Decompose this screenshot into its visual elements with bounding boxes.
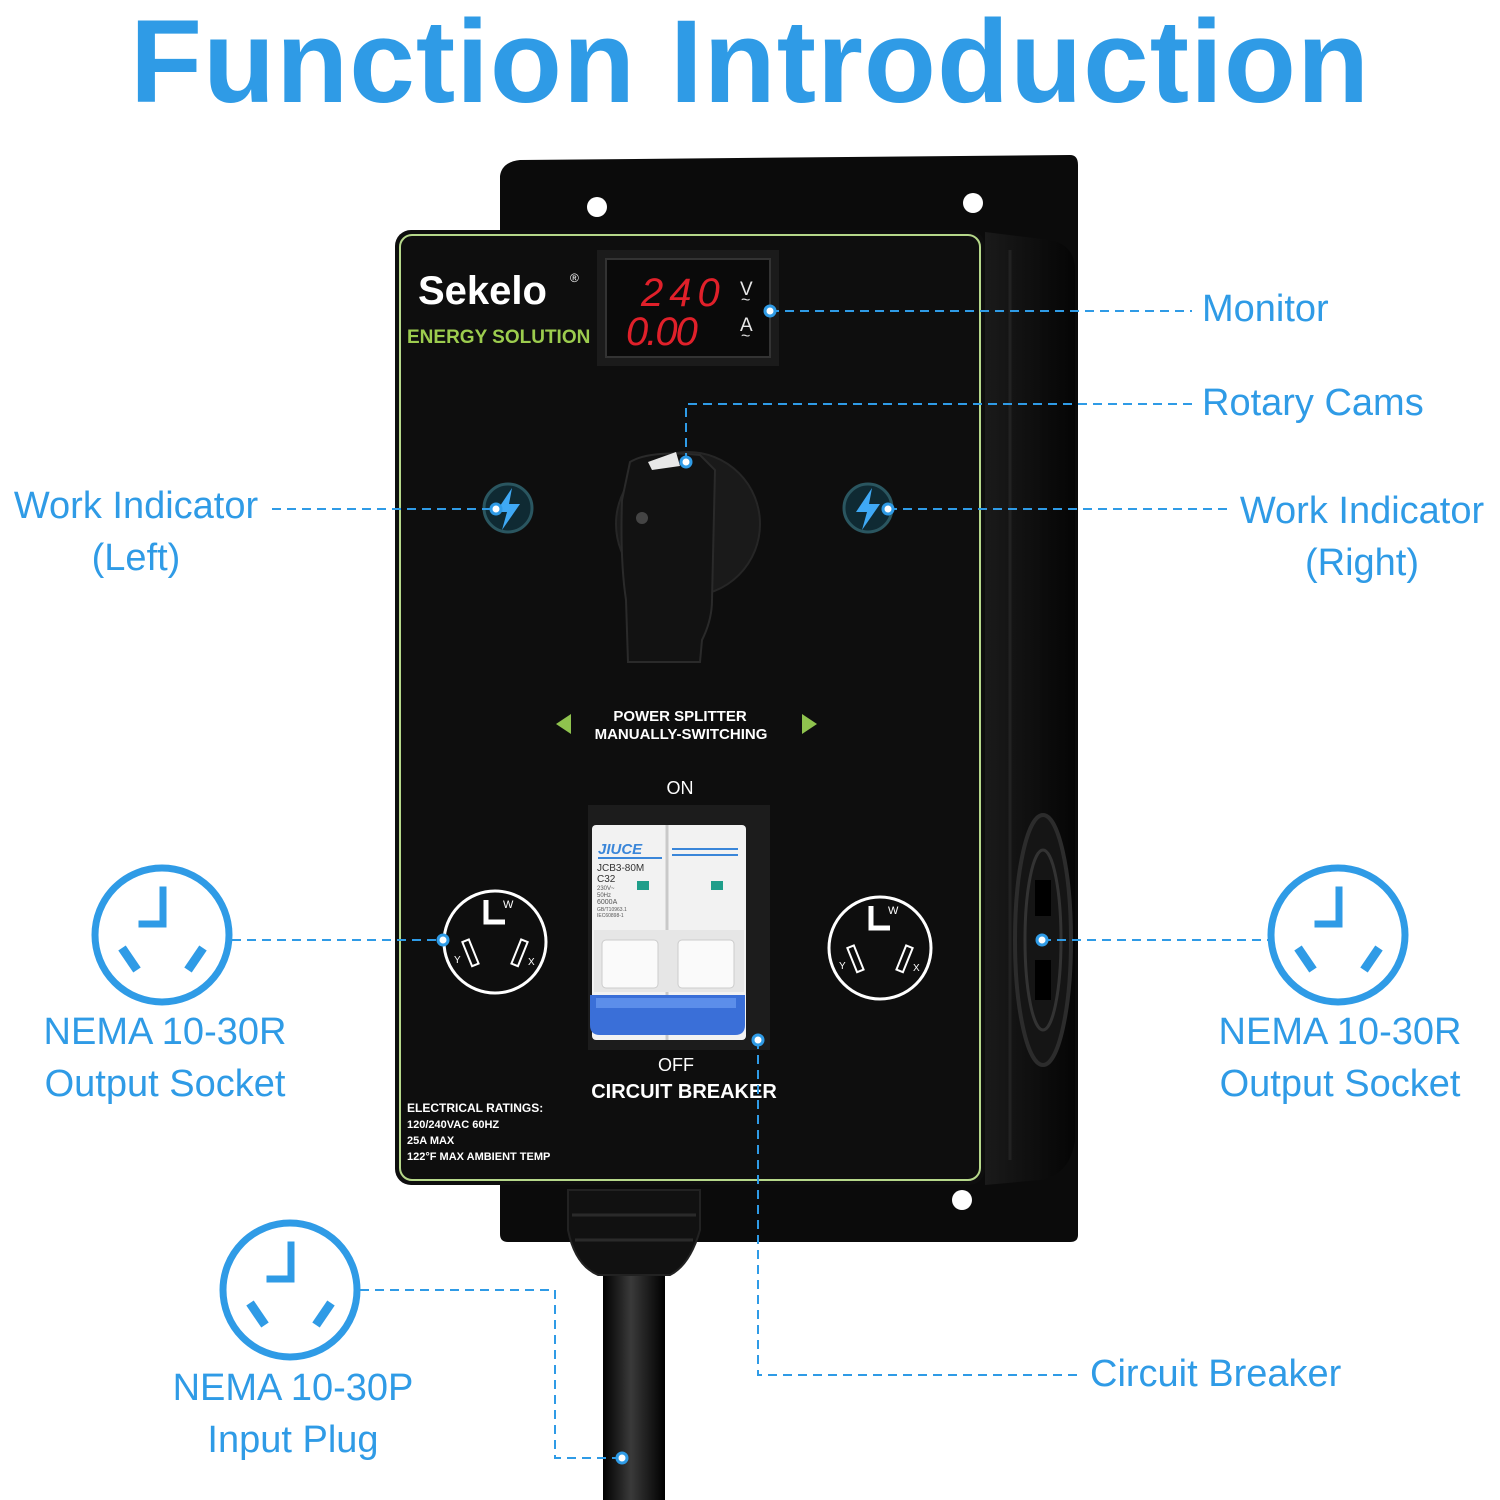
current-unit: A: [740, 315, 753, 336]
breaker-spec-5: IEC60898-1: [597, 913, 624, 919]
breaker-spec-1: 230V~: [597, 886, 615, 892]
ratings-line-2: 120/240VAC 60HZ: [407, 1119, 499, 1131]
pin-y-label: Y: [839, 961, 846, 972]
rotary-cam-switch[interactable]: [615, 451, 761, 663]
callout-work-indicator-right: Work Indicator (Right): [1239, 490, 1485, 584]
nema-10-30r-left-icon: [91, 864, 233, 1006]
arrow-right-icon: [802, 714, 817, 734]
circuit-breaker[interactable]: JIUCE JCB3-80M C32 230V~ 50Hz 6000A GB/T…: [588, 805, 770, 1050]
callout-rotary-cams: Rotary Cams: [1202, 382, 1424, 424]
lightning-icon: [856, 488, 880, 530]
callout-dots: [436, 304, 1049, 1465]
callout-circuit-breaker: Circuit Breaker: [1090, 1353, 1342, 1395]
voltage-unit: V: [740, 279, 753, 300]
breaker-spec-4: GB/T10963.1: [597, 907, 627, 913]
breaker-panel-label: CIRCUIT BREAKER: [591, 1081, 777, 1103]
breaker-model: JCB3-80M: [597, 863, 644, 874]
pin-x-label: X: [913, 963, 920, 974]
mount-hole: [963, 193, 983, 213]
brand-registered: ®: [570, 271, 579, 285]
nema-10-30p-icon: [219, 1219, 361, 1361]
input-cable: [567, 1189, 701, 1500]
breaker-spec-3: 6000A: [597, 899, 618, 906]
callout-output-socket-right: NEMA 10-30R Output Socket: [1218, 1011, 1462, 1105]
callout-lines: [232, 310, 1268, 1459]
ratings-line-1: ELECTRICAL RATINGS:: [407, 1101, 543, 1115]
current-wave: ~: [741, 328, 750, 345]
digital-meter: 240 0.00 V ~ A ~: [597, 250, 779, 366]
off-label: OFF: [658, 1055, 694, 1075]
breaker-rating: C32: [597, 874, 616, 885]
callout-monitor: Monitor: [1202, 288, 1329, 330]
mount-hole: [952, 1190, 972, 1210]
ratings-line-4: 122°F MAX AMBIENT TEMP: [407, 1151, 550, 1163]
breaker-spec-2: 50Hz: [597, 893, 611, 899]
on-label: ON: [667, 778, 694, 798]
pin-w-label: W: [888, 905, 899, 917]
pin-w-label: W: [503, 899, 514, 911]
callout-input-plug: NEMA 10-30P Input Plug: [172, 1367, 414, 1461]
nema-10-30r-right-icon: [1267, 864, 1409, 1006]
pin-y-label: Y: [454, 955, 461, 966]
lightning-icon: [496, 488, 520, 530]
mode-line-1: POWER SPLITTER: [613, 708, 747, 725]
current-readout: 0.00: [626, 310, 698, 354]
breaker-brand: JIUCE: [598, 841, 643, 858]
ratings-line-3: 25A MAX: [407, 1135, 455, 1147]
callout-output-socket-left: NEMA 10-30R Output Socket: [43, 1011, 287, 1105]
mode-line-2: MANUALLY-SWITCHING: [595, 726, 768, 743]
brand-name: Sekelo: [418, 269, 547, 313]
mount-hole: [587, 197, 607, 217]
output-socket-right: W Y X: [827, 895, 933, 1001]
page-title: Function Introduction: [129, 0, 1371, 128]
voltage-readout: 240: [640, 271, 726, 315]
pin-x-label: X: [528, 957, 535, 968]
callout-work-indicator-left: Work Indicator (Left): [13, 485, 259, 579]
output-socket-left: W Y X: [442, 889, 548, 995]
voltage-wave: ~: [741, 292, 750, 309]
arrow-left-icon: [556, 714, 571, 734]
brand-tagline: ENERGY SOLUTION: [407, 327, 590, 348]
